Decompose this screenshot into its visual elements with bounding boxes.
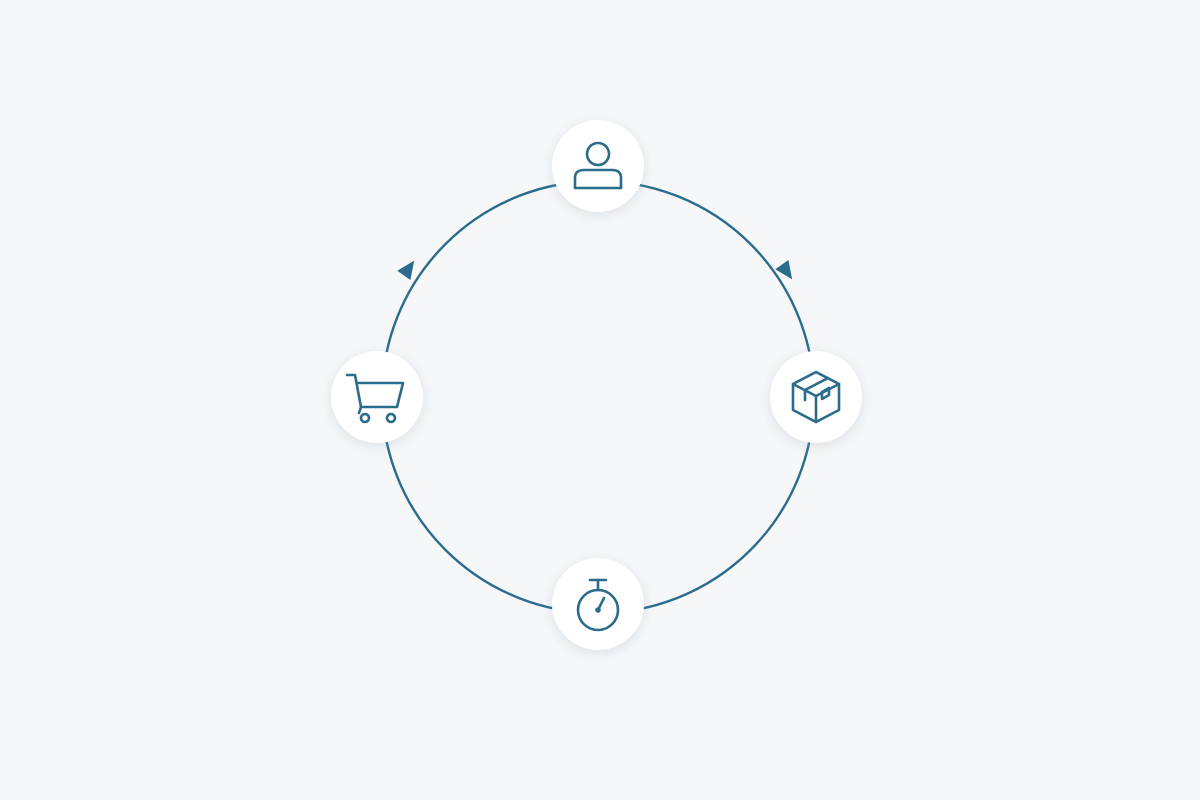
arrow-left-to-top	[397, 260, 415, 280]
node-cart	[331, 351, 423, 443]
package-box-icon	[791, 370, 841, 424]
node-timer	[552, 558, 644, 650]
node-package	[770, 351, 862, 443]
node-customer	[552, 120, 644, 212]
cycle-ring	[380, 179, 816, 615]
arrow-top-to-right	[775, 260, 793, 280]
shopping-cart-icon	[345, 373, 405, 424]
user-icon	[573, 141, 623, 190]
stopwatch-icon	[576, 578, 620, 632]
